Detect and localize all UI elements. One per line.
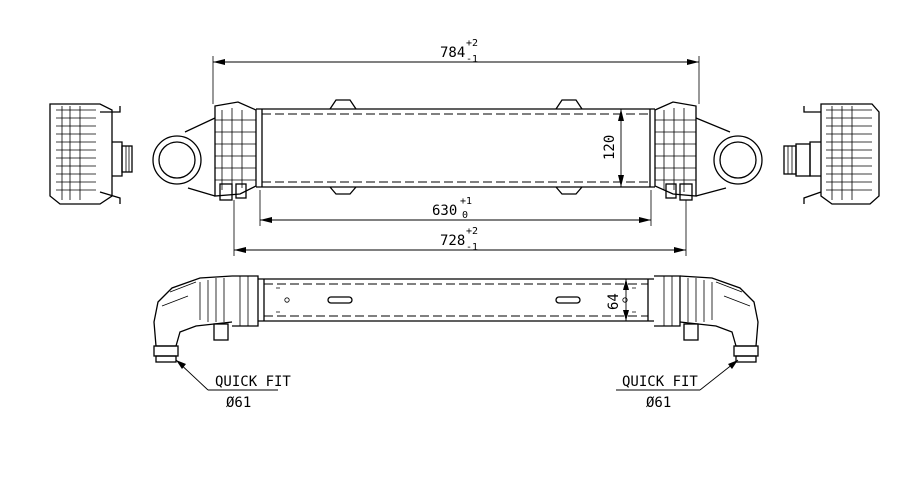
callout-left-label: QUICK FIT (215, 374, 291, 390)
dim-core-height-value: 120 (602, 135, 618, 160)
dim-core-nominal: 630 (432, 203, 457, 219)
dim-core-height: 120 (602, 109, 624, 187)
dim-overall-nominal: 784 (440, 45, 465, 61)
dim-overall-lower-tol: -1 (466, 54, 478, 65)
right-end-view (783, 103, 880, 205)
dim-tank-upper-tol: +2 (466, 226, 478, 237)
dim-overall-length: 784 +2 -1 (213, 38, 699, 65)
dim-core-depth: 64 (606, 279, 629, 321)
callout-right-diameter: Ø61 (646, 395, 671, 411)
callout-left-diameter: Ø61 (226, 395, 251, 411)
callout-right-label: QUICK FIT (622, 374, 698, 390)
dim-overall-upper-tol: +2 (466, 38, 478, 49)
dim-tank-lower-tol: -1 (466, 242, 478, 253)
dim-core-depth-value: 64 (606, 293, 622, 310)
dim-core-upper-tol: +1 (460, 196, 472, 207)
dim-core-lower-tol: 0 (462, 210, 468, 221)
callout-right: QUICK FIT Ø61 (616, 359, 739, 411)
dim-core-length: 630 +1 0 (260, 196, 651, 223)
dim-tank-nominal: 728 (440, 233, 465, 249)
top-view (152, 99, 763, 201)
callout-left: QUICK FIT Ø61 (175, 359, 291, 411)
front-view (153, 275, 759, 363)
dim-tank-length: 728 +2 -1 (234, 226, 686, 253)
left-end-view (49, 103, 133, 205)
